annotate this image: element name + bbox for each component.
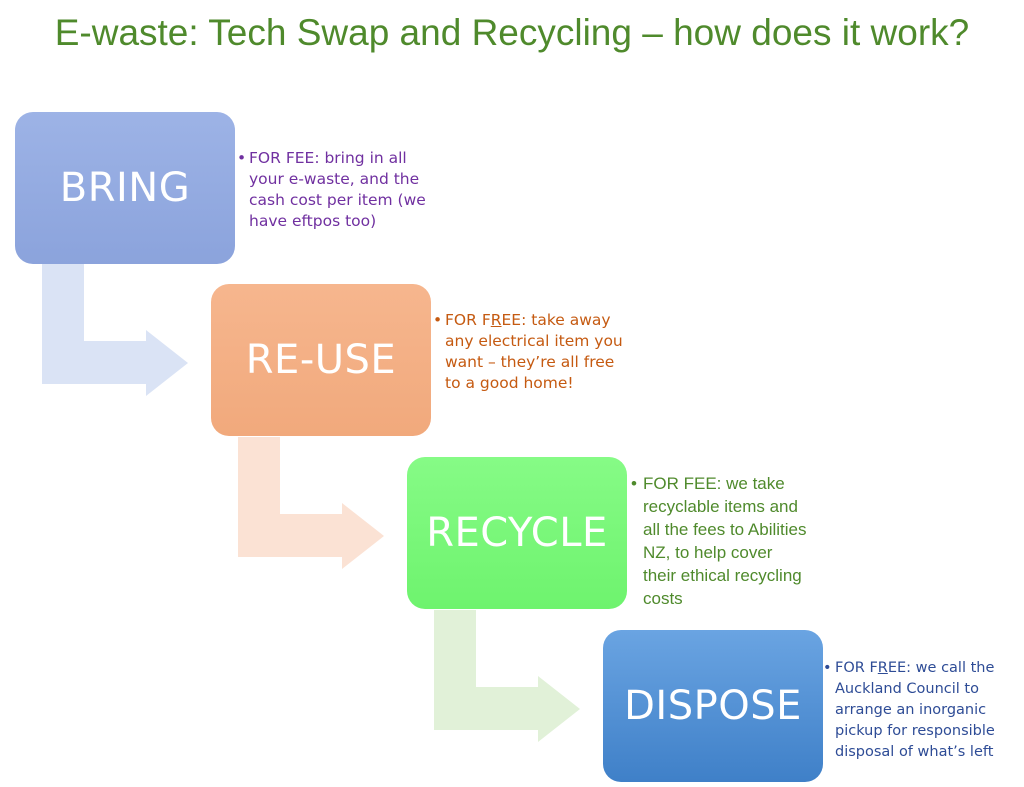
bullet-marker: • xyxy=(237,149,247,167)
note-line: want – they’re all free xyxy=(445,353,615,371)
step-dispose-box: DISPOSE xyxy=(603,630,823,782)
step-recycle-box: RECYCLE xyxy=(407,457,627,609)
note-line: all the fees to Abilities xyxy=(643,520,807,539)
note-line: pickup for responsible xyxy=(835,723,995,739)
note-line: to a good home! xyxy=(445,374,574,392)
note-line: FOR FREE: we call the xyxy=(835,660,995,676)
step-reuse-note: • FOR FREE: take away any electrical ite… xyxy=(433,310,623,394)
note-line: your e-waste, and the xyxy=(249,170,420,188)
step-reuse-box: RE-USE xyxy=(211,284,431,436)
bullet-marker: • xyxy=(631,474,637,493)
note-line: cash cost per item (we xyxy=(249,191,426,209)
note-line: their ethical recycling xyxy=(643,566,802,585)
step-bring-box: BRING xyxy=(15,112,235,264)
page-title: E-waste: Tech Swap and Recycling – how d… xyxy=(54,12,970,53)
note-line: FOR FREE: take away xyxy=(445,311,611,329)
note-line: costs xyxy=(643,589,683,608)
note-line: recyclable items and xyxy=(643,497,798,516)
note-line: Auckland Council to xyxy=(835,681,979,697)
bullet-marker: • xyxy=(433,311,443,329)
note-line: FOR FEE: bring in all xyxy=(249,149,407,167)
arrow-recycle-to-dispose xyxy=(434,610,580,742)
arrow-bring-to-reuse xyxy=(42,264,188,396)
bullet-marker: • xyxy=(823,660,832,676)
step-recycle-note: • FOR FEE: we take recyclable items and … xyxy=(631,472,806,610)
step-dispose-note: • FOR FREE: we call the Auckland Council… xyxy=(823,658,995,763)
step-bring-note: • FOR FEE: bring in all your e-waste, an… xyxy=(237,148,426,232)
note-line: NZ, to help cover xyxy=(643,543,773,562)
note-line: have eftpos too) xyxy=(249,212,377,230)
note-line: arrange an inorganic xyxy=(835,702,987,718)
arrow-reuse-to-recycle xyxy=(238,437,384,569)
note-line: disposal of what’s left xyxy=(835,744,994,760)
note-line: FOR FEE: we take xyxy=(643,474,785,493)
note-line: any electrical item you xyxy=(445,332,623,350)
